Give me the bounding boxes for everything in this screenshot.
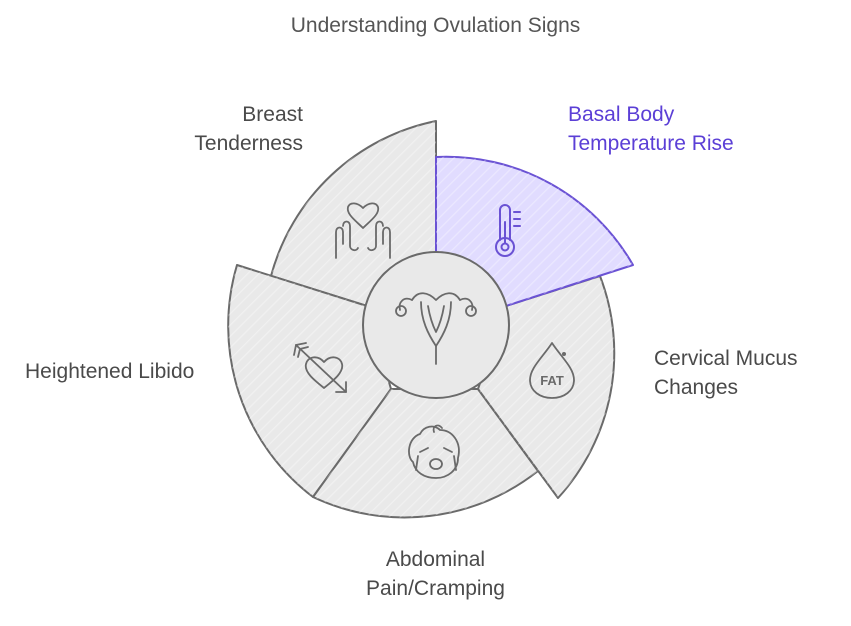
label-line: Changes: [654, 376, 739, 399]
label-line: Tenderness: [194, 132, 303, 155]
crying-face-icon: [408, 424, 460, 479]
segment-mucus[interactable]: [477, 275, 616, 499]
label-line: Heightened Libido: [25, 360, 195, 383]
label-abdominal-pain: Abdominal Pain/Cramping: [0, 545, 851, 603]
label-line: Pain/Cramping: [366, 577, 505, 600]
label-breast-tenderness: Breast Tenderness: [194, 100, 303, 158]
segment-libido[interactable]: [227, 264, 392, 498]
thermometer-icon[interactable]: [495, 204, 521, 257]
segment-pain[interactable]: [312, 388, 539, 519]
center-hub: [362, 251, 510, 399]
label-heightened-libido: Heightened Libido: [25, 357, 194, 386]
uterus-icon: [395, 292, 477, 365]
heart-arrow-icon: [293, 342, 347, 393]
label-line: Basal Body: [568, 103, 675, 126]
label-line: Temperature Rise: [568, 132, 734, 155]
diagram-title: Understanding Ovulation Signs: [290, 14, 581, 37]
label-cervical-mucus: Cervical Mucus Changes: [654, 344, 798, 402]
hands-heart-icon: [335, 202, 391, 259]
fat-drop-icon: FAT: [529, 342, 575, 399]
label-line: Breast: [242, 103, 303, 126]
label-line: Cervical Mucus: [654, 347, 798, 370]
segment-basal[interactable]: [435, 155, 634, 307]
segment-breast[interactable]: [270, 120, 437, 307]
fat-label: FAT: [540, 373, 564, 388]
label-line: Abdominal: [385, 548, 486, 571]
label-basal-body-temperature[interactable]: Basal Body Temperature Rise: [568, 100, 734, 158]
